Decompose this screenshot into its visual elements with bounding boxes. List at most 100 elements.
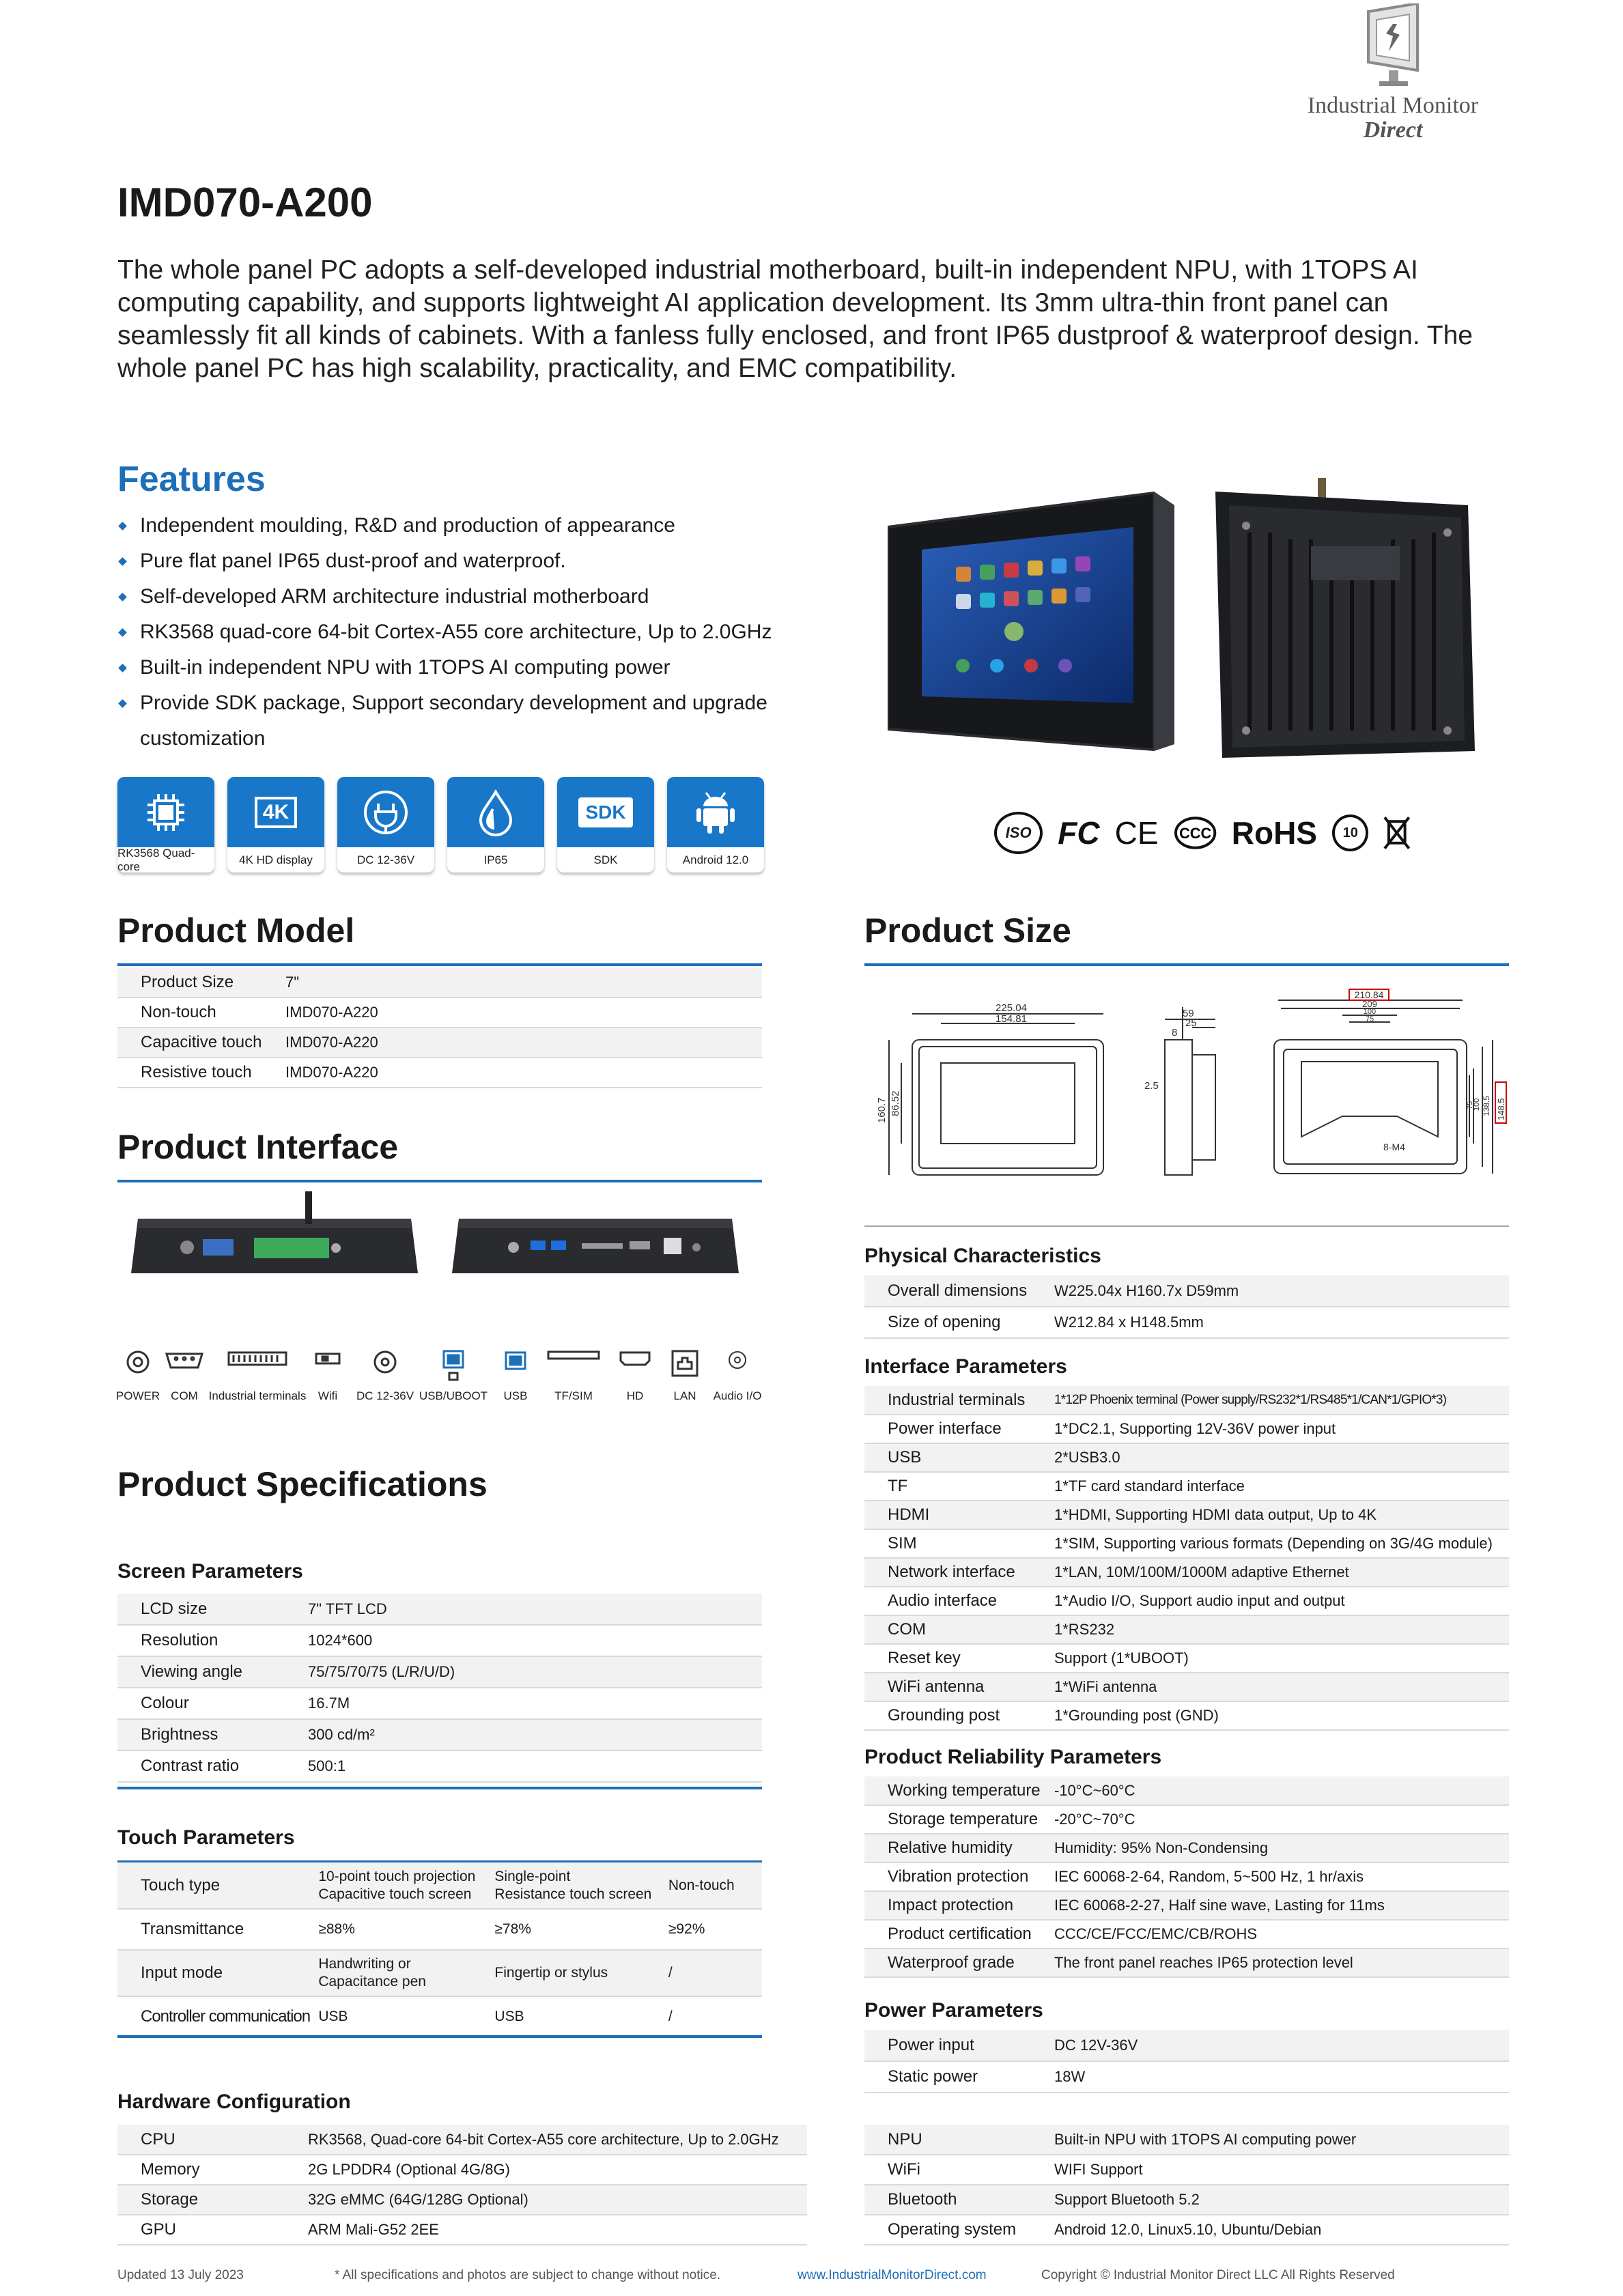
features-list: Independent moulding, R&D and production… xyxy=(119,508,884,756)
row-value: 1*TF card standard interface xyxy=(1054,1472,1509,1501)
dim-depth: 59 xyxy=(1183,1008,1194,1019)
dim-depth-3: 8 xyxy=(1172,1027,1177,1038)
port-label: USB/UBOOT xyxy=(419,1389,488,1402)
row-value: 2G LPDDR4 (Optional 4G/8G) xyxy=(308,2155,807,2185)
weee-bin-icon xyxy=(1383,817,1411,849)
row-value: CCC/CE/FCC/EMC/CB/ROHS xyxy=(1054,1920,1509,1949)
feature-item: customization xyxy=(140,727,266,750)
port-label: Industrial terminals xyxy=(208,1389,307,1402)
row-label: Capacitive touch xyxy=(117,1027,285,1058)
touch-params-title: Touch Parameters xyxy=(117,1826,295,1849)
row-value: ≥88% xyxy=(318,1909,495,1951)
footer-url-link[interactable]: www.IndustrialMonitorDirect.com xyxy=(798,2268,987,2282)
row-value: 500:1 xyxy=(308,1751,762,1783)
row-value: ARM Mali-G52 2EE xyxy=(308,2215,807,2245)
icon-card-chip: RK3568 Quad-core xyxy=(117,777,214,873)
product-model-title: Product Model xyxy=(117,911,355,950)
power-params-title: Power Parameters xyxy=(864,1999,1043,2022)
power-port-icon xyxy=(124,1348,152,1379)
port-label: LAN xyxy=(673,1389,696,1402)
row-value: 1*DC2.1, Supporting 12V-36V power input xyxy=(1054,1415,1509,1444)
footer-note: * All specifications and photos are subj… xyxy=(335,2268,721,2282)
row-value: -20°C~70°C xyxy=(1054,1805,1509,1834)
row-label: Impact protection xyxy=(864,1891,1054,1921)
brand-line1: Industrial Monitor xyxy=(1307,93,1479,118)
touch-params-top-rule xyxy=(117,1860,762,1862)
dim-back-height-4: 75 xyxy=(1466,1101,1474,1109)
row-value: ≥92% xyxy=(668,1909,762,1951)
fcc-mark-icon: FC xyxy=(1058,815,1100,851)
row-label: Working temperature xyxy=(864,1776,1054,1806)
row-value: ≥78% xyxy=(494,1909,668,1951)
port-label: TF/SIM xyxy=(554,1389,593,1402)
monitor-logo-icon xyxy=(1367,3,1419,86)
row-label: Power input xyxy=(864,2030,1054,2062)
row-value: -10°C~60°C xyxy=(1054,1776,1509,1806)
row-label: Memory xyxy=(117,2155,308,2185)
rear-view-photo xyxy=(1215,478,1475,758)
row-value: 10-point touch projection Capacitive tou… xyxy=(318,1862,495,1910)
product-model-rule xyxy=(117,963,762,966)
physical-top-rule xyxy=(864,1225,1509,1227)
icon-card-water-drop: IP65 xyxy=(447,777,544,873)
page-title: IMD070-A200 xyxy=(117,180,373,225)
product-size-rule xyxy=(864,963,1509,966)
screen-params-rule xyxy=(117,1787,762,1789)
row-value: The front panel reaches IP65 protection … xyxy=(1054,1948,1509,1978)
dim-width-outer: 225.04 xyxy=(996,1002,1027,1014)
port-label: Audio I/O xyxy=(713,1389,762,1402)
row-value: Single-point Resistance touch screen xyxy=(494,1862,668,1910)
row-value: 1*Audio I/O, Support audio input and out… xyxy=(1054,1587,1509,1616)
row-label: Non-touch xyxy=(117,997,285,1028)
row-label: WiFi antenna xyxy=(864,1673,1054,1702)
feature-item: Provide SDK package, Support secondary d… xyxy=(119,685,884,721)
row-value: 2*USB3.0 xyxy=(1054,1443,1509,1473)
terminal-block-icon xyxy=(227,1348,288,1372)
dim-screw: 8-M4 xyxy=(1383,1142,1405,1152)
row-label: Waterproof grade xyxy=(864,1948,1054,1978)
table-row: Working temperature-10°C~60°C xyxy=(864,1776,1509,1806)
icon-card-android: Android 12.0 xyxy=(667,777,764,873)
table-row: Storage temperature-20°C~70°C xyxy=(864,1805,1509,1834)
dim-depth-2: 25 xyxy=(1185,1017,1197,1029)
row-value: Non-touch xyxy=(668,1862,762,1910)
row-value: / xyxy=(668,1996,762,2038)
wifi-port-icon xyxy=(314,1348,341,1372)
row-label: Resistive touch xyxy=(117,1058,285,1088)
row-label: Storage temperature xyxy=(864,1805,1054,1834)
feature-item: Built-in independent NPU with 1TOPS AI c… xyxy=(119,650,884,685)
dim-back-height: 148.5 xyxy=(1496,1098,1506,1120)
row-value: USB xyxy=(494,1996,668,2038)
port-label: POWER xyxy=(115,1389,160,1402)
footer-updated: Updated 13 July 2023 xyxy=(117,2268,244,2282)
row-label: Touch type xyxy=(117,1862,319,1910)
product-size-title: Product Size xyxy=(864,911,1071,950)
row-label: HDMI xyxy=(864,1501,1054,1530)
row-label: COM xyxy=(864,1615,1054,1645)
rohs-mark-icon: RoHS xyxy=(1231,815,1317,851)
product-specifications-title: Product Specifications xyxy=(117,1465,488,1503)
row-label: USB xyxy=(864,1443,1054,1473)
